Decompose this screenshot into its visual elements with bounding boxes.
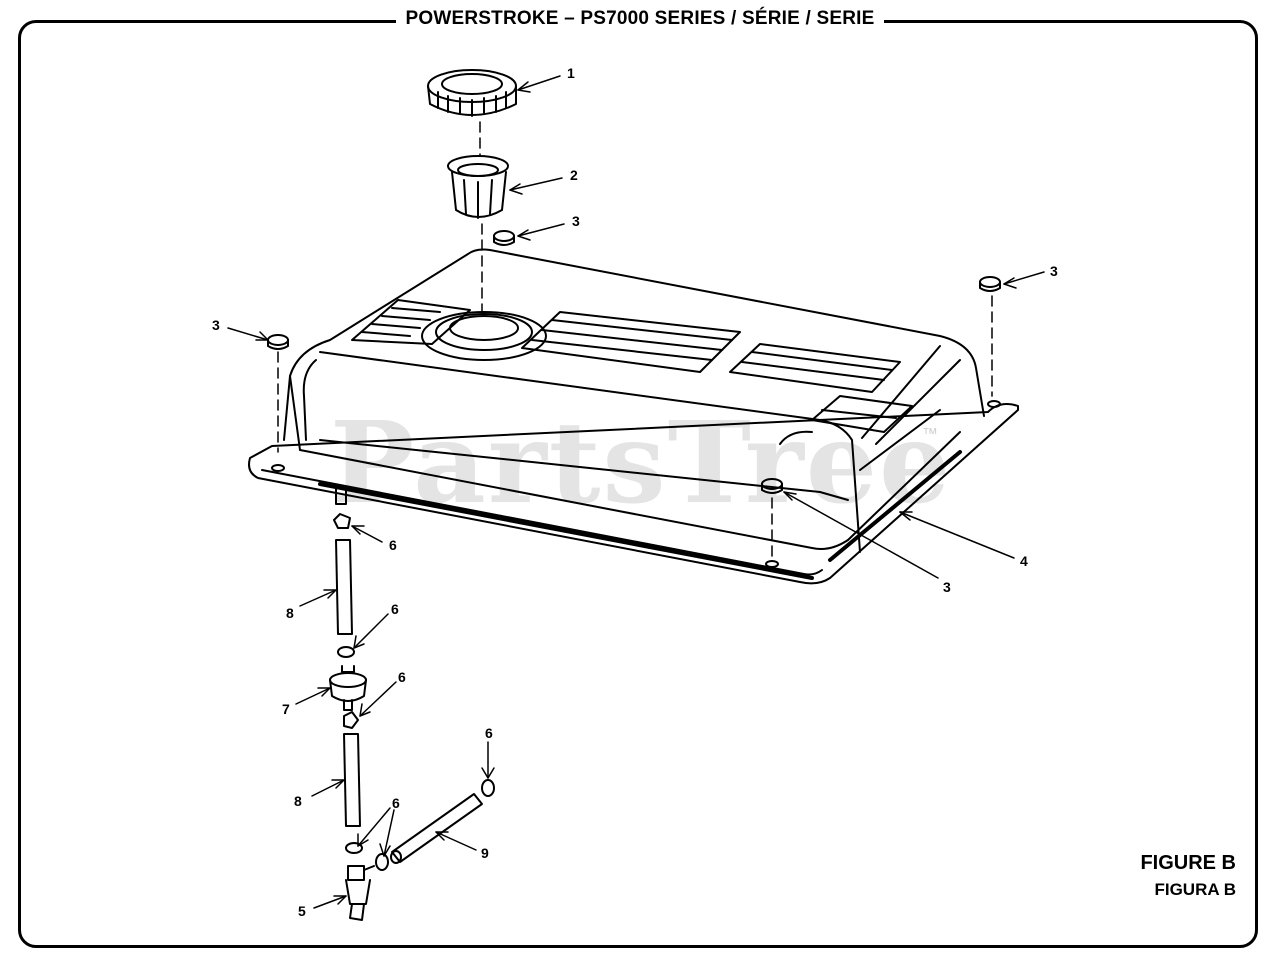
callout-c3c: 3 (212, 317, 220, 333)
assembly-lines (277, 121, 993, 561)
hose-clamp-6b (337, 646, 355, 658)
fuel-hose-8b (343, 733, 361, 827)
callout-c6d: 6 (485, 725, 493, 741)
grommet-3b (979, 276, 1001, 292)
callout-c3b: 3 (1050, 263, 1058, 279)
grommet-3c (267, 334, 289, 350)
callout-c3d: 3 (943, 579, 951, 595)
fuel-filter-7 (329, 665, 367, 711)
callout-c7: 7 (282, 701, 290, 717)
callout-c1: 1 (567, 65, 575, 81)
callout-c4: 4 (1020, 553, 1028, 569)
page-title-wrap: POWERSTROKE – PS7000 SERIES / SÉRIE / SE… (0, 8, 1280, 30)
shutoff-valve-5 (345, 865, 375, 921)
watermark-trademark: ™ (922, 426, 938, 443)
callout-c6c: 6 (398, 669, 406, 685)
callout-c2: 2 (570, 167, 578, 183)
page-title: POWERSTROKE – PS7000 SERIES / SÉRIE / SE… (395, 8, 885, 29)
hose-clamp-6e (375, 853, 389, 871)
grommet-3a (493, 230, 515, 246)
fuel-hose-9 (390, 793, 483, 864)
fuel-cap (427, 69, 517, 117)
leader-lines (227, 75, 1045, 909)
callout-c5: 5 (298, 903, 306, 919)
callout-c6b: 6 (391, 601, 399, 617)
hose-clamp-6d (345, 842, 363, 854)
fuel-hose-8a (335, 539, 353, 635)
hose-clamp-6a (333, 513, 351, 529)
callout-c8b: 8 (294, 793, 302, 809)
callout-c8a: 8 (286, 605, 294, 621)
hose-clamp-6c (343, 711, 359, 729)
figure-label: FIGURE B (1140, 852, 1236, 874)
grommet-3d (761, 478, 783, 494)
callout-labels: 1 2 3 3 3 3 4 6 8 6 6 7 6 8 6 9 5 (212, 65, 1058, 919)
callout-c3a: 3 (572, 213, 580, 229)
callout-c6e: 6 (392, 795, 400, 811)
callout-c9: 9 (481, 845, 489, 861)
hose-clamp-6f (481, 779, 495, 797)
fuel-strainer (447, 155, 509, 219)
callout-c6a: 6 (389, 537, 397, 553)
fuel-tank (248, 248, 1019, 585)
figure-label-spanish: FIGURA B (1154, 880, 1236, 899)
